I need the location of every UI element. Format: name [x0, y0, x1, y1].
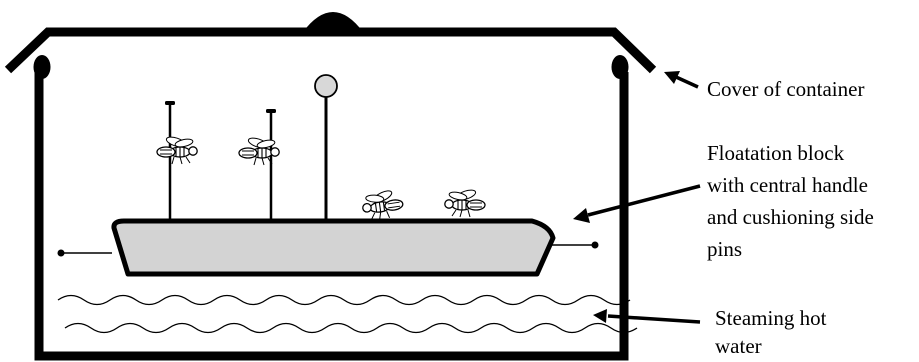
bee-icon [238, 135, 280, 166]
container-body [34, 72, 629, 361]
block-label-line-3: and cushioning side [707, 205, 874, 229]
container-cover [4, 12, 657, 79]
block-label-line-1: Floatation block [707, 141, 845, 165]
insect-pin-left [165, 101, 175, 221]
cover-knob [303, 12, 363, 32]
water-label-line-1: Steaming hot [715, 306, 827, 330]
cover-label: Cover of container [707, 77, 865, 101]
bee-icon [359, 186, 406, 222]
water-label-line-2: water [715, 334, 762, 358]
bee-icon [156, 134, 198, 165]
block-label-line-4: pins [707, 237, 743, 261]
cover-lid [4, 27, 657, 74]
steaming-water [57, 294, 638, 334]
floatation-block [111, 218, 556, 277]
insect-pin-middle [266, 109, 276, 221]
label-arrows [573, 71, 701, 324]
block-label-line-2: with central handle [707, 173, 868, 197]
bee-icon [444, 187, 486, 218]
cushioning-side-pins [57, 241, 599, 257]
central-handle [314, 74, 338, 221]
handle-knob [314, 74, 338, 98]
